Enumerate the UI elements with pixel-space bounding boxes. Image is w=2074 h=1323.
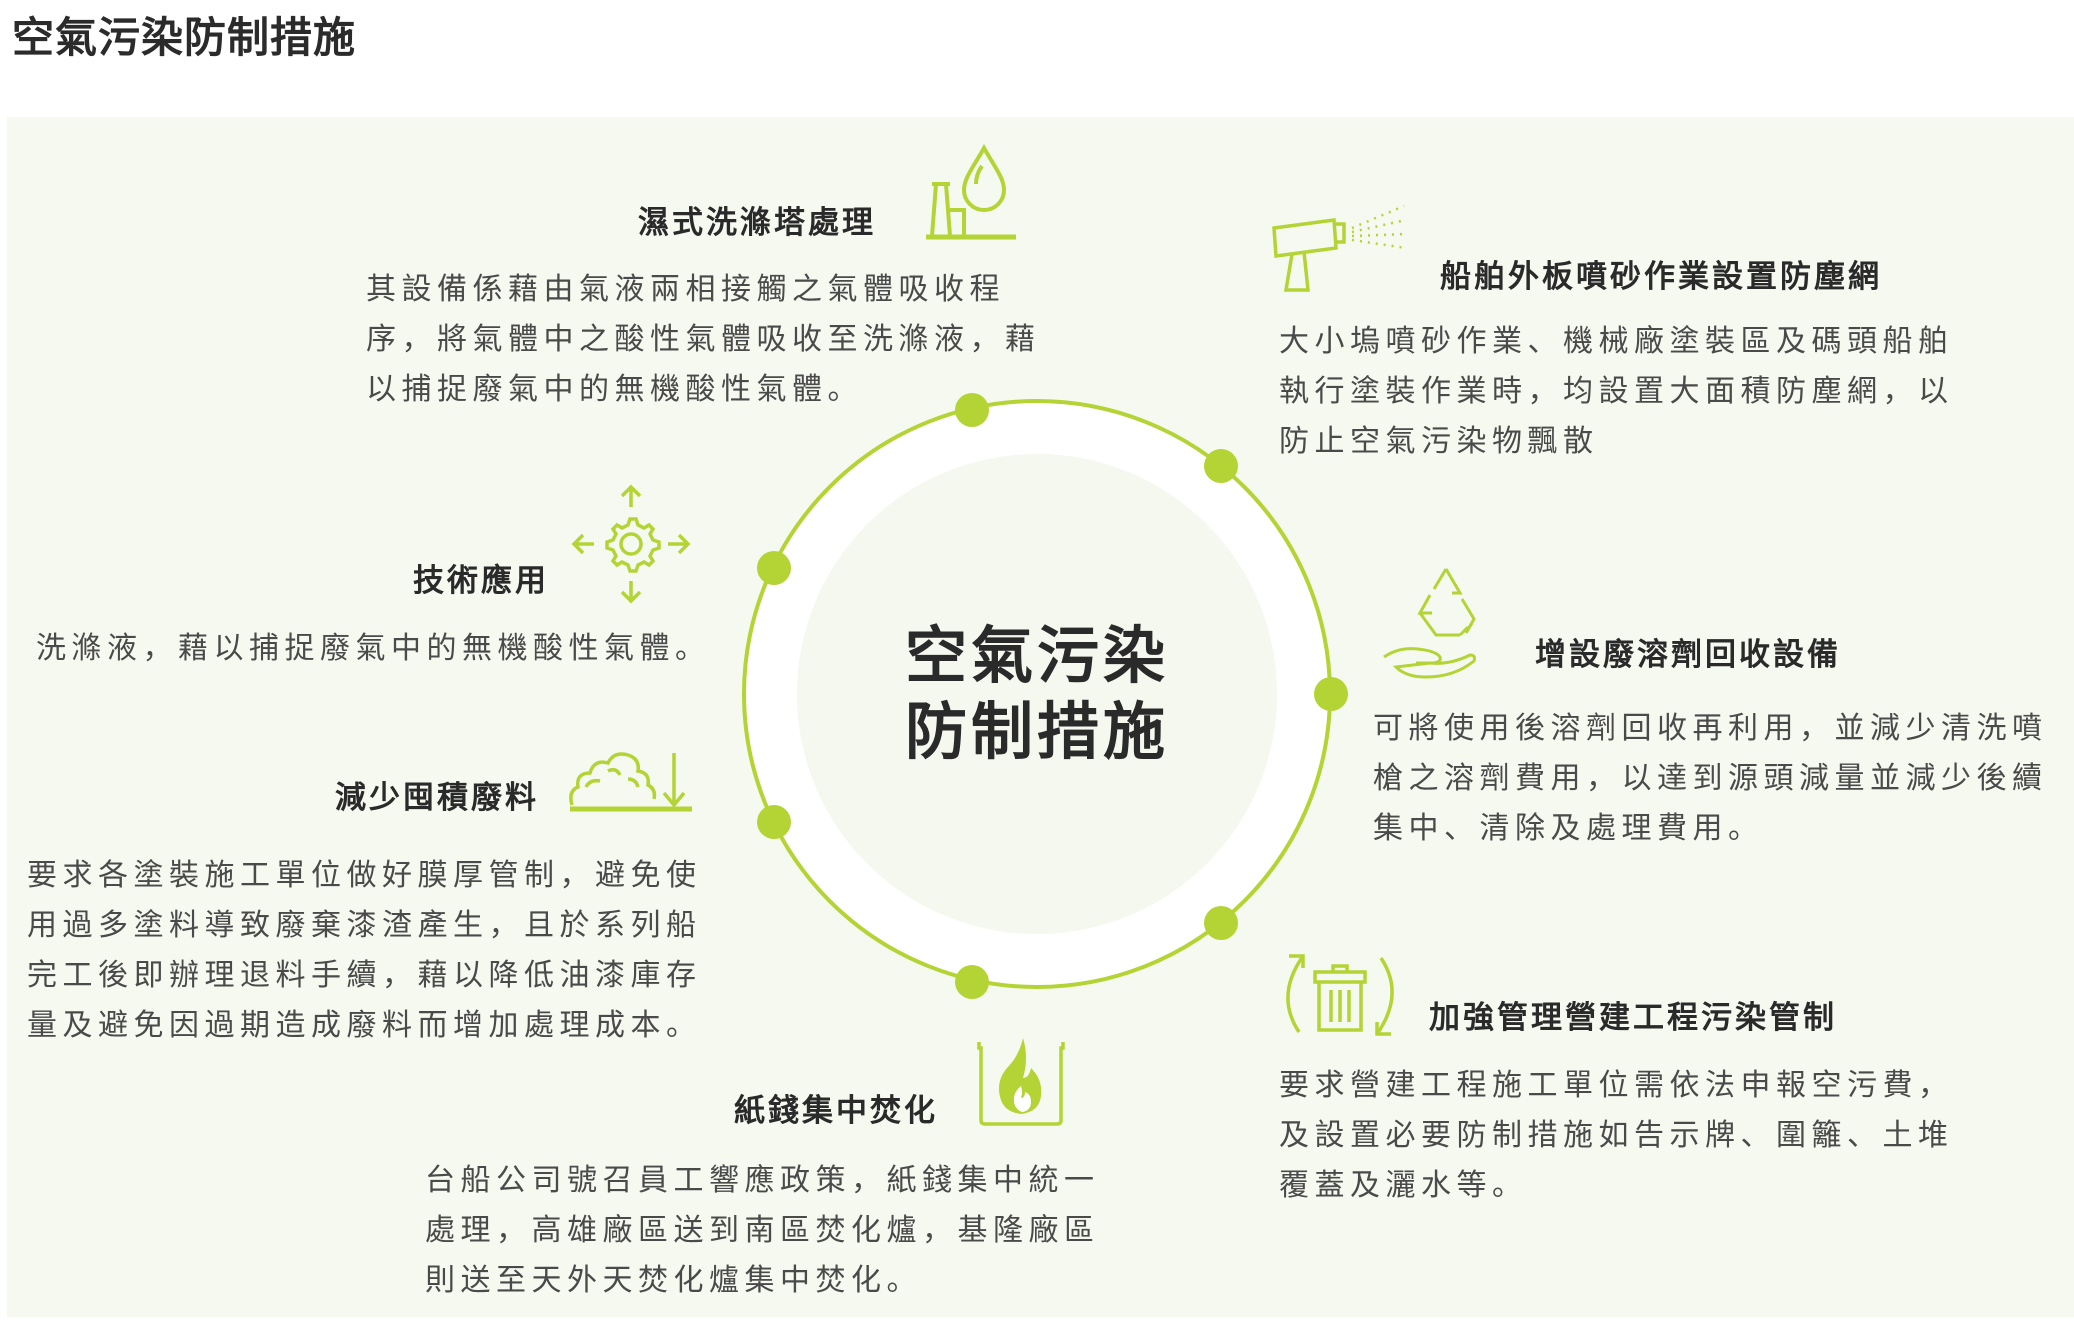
ring-inner-disk — [797, 454, 1277, 934]
body-line: 防止空氣污染物飄散 — [1279, 424, 1599, 459]
body-line: 覆蓋及灑水等。 — [1279, 1168, 1528, 1203]
ring-dot — [1314, 677, 1348, 711]
body-line: 及設置必要防制措施如告示牌、圍籬、土堆 — [1279, 1118, 1954, 1153]
body-solvent-recovery: 可將使用後溶劑回收再利用，並減少清洗噴 槍之溶劑費用，以達到源頭減量並減少後續 … — [1373, 704, 2048, 854]
ring-dot — [757, 551, 791, 585]
ring-dot — [955, 393, 989, 427]
body-line: 大小塢噴砂作業、機械廠塗裝區及碼頭船舶 — [1279, 324, 1954, 359]
body-line: 處理，高雄廠區送到南區焚化爐，基隆廠區 — [425, 1213, 1100, 1248]
page-title: 空氣污染防制措施 — [12, 13, 357, 62]
body-line: 執行塗裝作業時，均設置大面積防塵網，以 — [1279, 374, 1954, 409]
body-sandblast-net: 大小塢噴砂作業、機械廠塗裝區及碼頭船舶 執行塗裝作業時，均設置大面積防塵網，以 … — [1279, 317, 1954, 467]
body-line: 要求各塗裝施工單位做好膜厚管制，避免使 — [27, 858, 702, 893]
body-line: 其設備係藉由氣液兩相接觸之氣體吸收程 — [366, 272, 1005, 307]
body-line: 則送至天外天焚化爐集中焚化。 — [425, 1263, 922, 1298]
trash-can-cycle-icon — [1286, 954, 1394, 1036]
body-wet-scrubber: 其設備係藉由氣液兩相接觸之氣體吸收程 序，將氣體中之酸性氣體吸收至洗滌液，藉 以… — [366, 265, 1041, 415]
heading-construction-control: 加強管理營建工程污染管制 — [1429, 1000, 1837, 1036]
body-line: 完工後即辦理退料手續，藉以降低油漆庫存 — [27, 958, 702, 993]
ring-white-band — [745, 402, 1329, 986]
heading-sandblast-net: 船舶外板噴砂作業設置防塵網 — [1440, 259, 1882, 295]
heading-reduce-waste: 減少囤積廢料 — [335, 780, 539, 816]
body-line: 可將使用後溶劑回收再利用，並減少清洗噴 — [1373, 711, 2048, 746]
ring-dot — [955, 965, 989, 999]
ring-dot — [1204, 449, 1238, 483]
body-line: 用過多塗料導致廢棄漆渣產生，且於系列船 — [27, 908, 702, 943]
incinerator-flame-icon — [977, 1038, 1065, 1126]
scrubber-tower-droplet-icon — [926, 143, 1016, 240]
body-line: 集中、清除及處理費用。 — [1373, 811, 1764, 846]
waste-pile-down-arrow-icon — [569, 752, 692, 812]
ring-dot — [1204, 906, 1238, 940]
heading-technology: 技術應用 — [413, 563, 549, 599]
recycle-hand-icon — [1383, 568, 1476, 679]
gear-arrows-icon — [571, 484, 691, 604]
body-line: 要求營建工程施工單位需依法申報空污費， — [1279, 1068, 1954, 1103]
spray-gun-icon — [1272, 204, 1407, 292]
center-title-line2: 防制措施 — [904, 695, 1169, 768]
body-line: 序，將氣體中之酸性氣體吸收至洗滌液，藉 — [366, 322, 1041, 357]
heading-solvent-recovery: 增設廢溶劑回收設備 — [1535, 637, 1841, 673]
body-line: 量及避免因過期造成廢料而增加處理成本。 — [27, 1008, 702, 1043]
center-title-line1: 空氣污染 — [904, 619, 1169, 692]
body-line: 台船公司號召員工響應政策，紙錢集中統一 — [425, 1163, 1100, 1198]
heading-wet-scrubber: 濕式洗滌塔處理 — [638, 205, 876, 241]
heading-joss-paper: 紙錢集中焚化 — [734, 1093, 938, 1129]
center-title: 空氣污染 防制措施 — [877, 618, 1197, 770]
body-reduce-waste: 要求各塗裝施工單位做好膜厚管制，避免使 用過多塗料導致廢棄漆渣產生，且於系列船 … — [27, 851, 702, 1051]
body-line: 洗滌液，藉以捕捉廢氣中的無機酸性氣體。 — [36, 631, 711, 666]
body-joss-paper: 台船公司號召員工響應政策，紙錢集中統一 處理，高雄廠區送到南區焚化爐，基隆廠區 … — [425, 1156, 1100, 1306]
body-technology: 洗滌液，藉以捕捉廢氣中的無機酸性氣體。 — [36, 624, 711, 674]
body-line: 槍之溶劑費用，以達到源頭減量並減少後續 — [1373, 761, 2048, 796]
body-line: 以捕捉廢氣中的無機酸性氣體。 — [366, 372, 863, 407]
body-construction-control: 要求營建工程施工單位需依法申報空污費， 及設置必要防制措施如告示牌、圍籬、土堆 … — [1279, 1061, 1954, 1211]
ring-dot — [757, 805, 791, 839]
